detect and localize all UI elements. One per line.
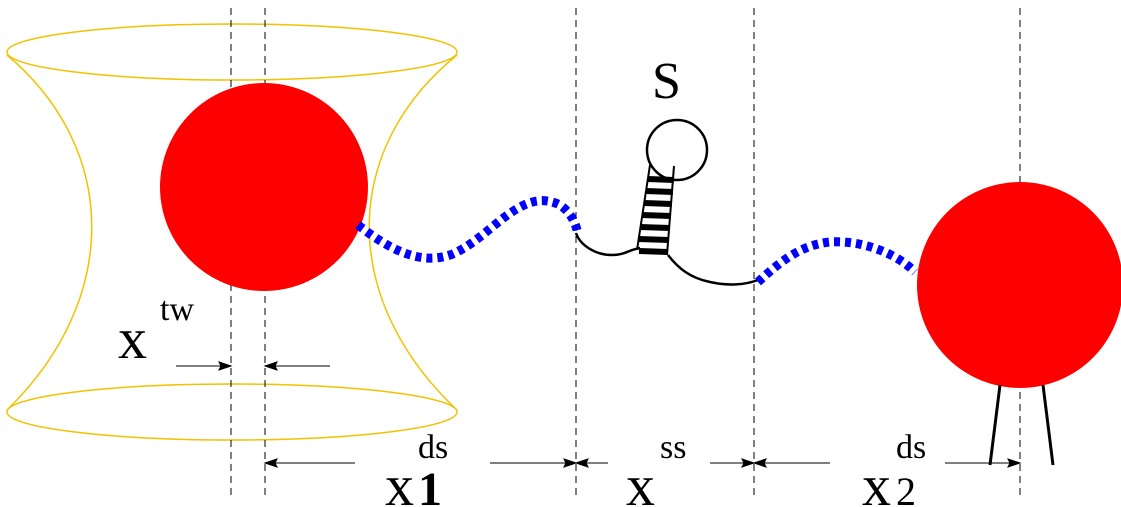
ssDNA-right xyxy=(667,254,759,286)
dsDNA-handle-left xyxy=(355,196,583,263)
trap-right-wall xyxy=(368,54,458,411)
hairpin-loop xyxy=(645,118,709,182)
x2-subscript: 2 xyxy=(896,469,916,507)
dsDNA-handle-right xyxy=(754,237,919,286)
trap-top-ellipse xyxy=(6,23,458,81)
micropipette xyxy=(988,384,1055,466)
x1-label: x xyxy=(385,453,414,507)
x1-subscript: 1 xyxy=(418,463,442,507)
optical-trap xyxy=(6,23,458,441)
x-tw-superscript: tw xyxy=(160,291,194,328)
x1-superscript: ds xyxy=(418,429,448,466)
x-tw-arrows xyxy=(176,361,330,371)
hairpin-stem-left xyxy=(636,164,651,251)
xss-label: x xyxy=(626,453,655,507)
xss-superscript: ss xyxy=(660,429,686,466)
trap-bottom-ellipse xyxy=(6,383,458,441)
bead-right xyxy=(917,182,1121,388)
dimension-arrows xyxy=(263,458,1022,468)
hairpin-base-pairs xyxy=(638,176,675,255)
bead-left xyxy=(160,83,368,291)
trap-left-wall xyxy=(6,54,93,411)
x2-superscript: ds xyxy=(896,429,926,466)
x2-label: x xyxy=(862,453,891,507)
hairpin-label: S xyxy=(652,53,681,110)
reference-lines xyxy=(230,8,1021,500)
x-tw-label: x xyxy=(118,306,147,371)
ssDNA-left xyxy=(574,232,641,257)
